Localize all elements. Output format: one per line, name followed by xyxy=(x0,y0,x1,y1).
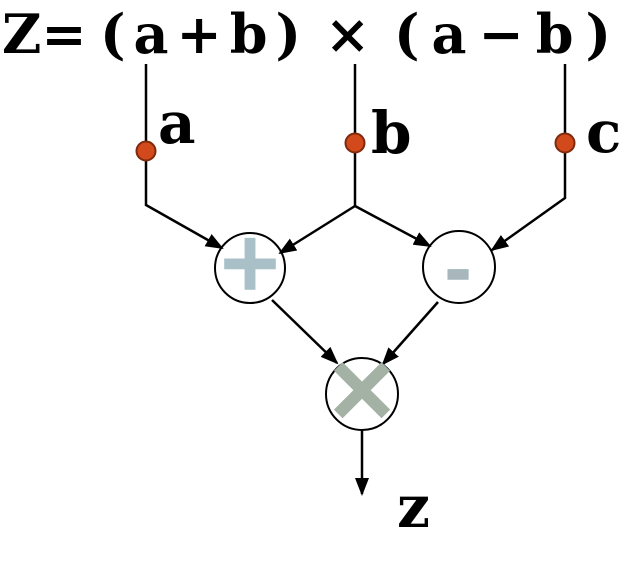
edge-b-to-add xyxy=(278,204,356,255)
input-dot-c xyxy=(554,132,576,154)
formula-token-times: × xyxy=(325,2,370,66)
input-label-c: c xyxy=(586,98,621,166)
subtract-node-circle xyxy=(422,230,496,304)
edge-a-to-add xyxy=(144,64,224,250)
input-dot-b xyxy=(344,132,366,154)
input-label-b: b xyxy=(371,99,412,167)
edge-b-to-subtract xyxy=(354,204,432,248)
formula-token-diff-group: (a−b) xyxy=(394,2,623,66)
add-node-circle xyxy=(214,232,286,304)
edge-c-to-subtract xyxy=(490,64,567,252)
times-symbol: × xyxy=(323,334,400,441)
formula-token-lhs: Z= xyxy=(2,2,87,66)
edge-add-to-multiply xyxy=(271,299,339,365)
formula-title: Z= (a+b) × (a−b) xyxy=(2,2,623,66)
input-dot-a xyxy=(135,140,157,162)
plus-symbol: + xyxy=(216,215,283,308)
minus-symbol: - xyxy=(445,235,472,309)
formula-token-sum-group: (a+b) xyxy=(100,2,309,66)
output-label-z: z xyxy=(397,473,430,541)
edge-subtract-to-multiply xyxy=(381,301,439,366)
input-label-a: a xyxy=(158,89,196,157)
